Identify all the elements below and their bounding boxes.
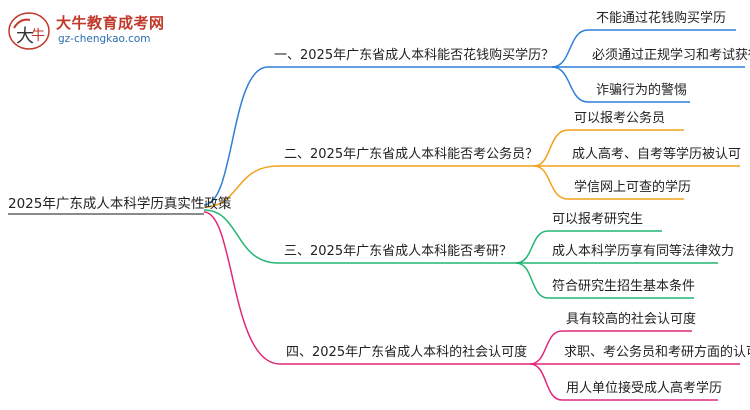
leaf-label: 必须通过正规学习和考试获得: [592, 48, 750, 63]
leaf-label: 学信网上可查的学历: [574, 180, 692, 195]
leaf-label: 可以报考公务员: [574, 111, 666, 126]
branch-4-leaf-1[interactable]: 具有较高的社会认可度: [566, 312, 696, 328]
branch-2-leaf-1[interactable]: 可以报考公务员: [574, 111, 665, 127]
branch-1-leaf-2[interactable]: 必须通过正规学习和考试获得: [592, 48, 750, 64]
leaf-label: 符合研究生招生基本条件: [552, 279, 696, 294]
branch-2-leaf-3[interactable]: 学信网上可查的学历: [574, 180, 691, 196]
leaf-label: 成人本科学历享有同等法律效力: [552, 244, 735, 259]
branch-3-leaf-3-link: [515, 262, 549, 299]
branch-4-link: [203, 211, 281, 365]
branch-2-leaf-1-link: [533, 129, 569, 167]
branch-1-label: 一、2025年广东省成人本科能否花钱购买学历？: [274, 48, 555, 63]
branch-4-leaf-3[interactable]: 用人单位接受成人高考学历: [566, 381, 722, 397]
leaf-label: 诈骗行为的警惕: [596, 83, 688, 98]
branch-4-leaf-1-link: [529, 330, 563, 365]
branch-2-topic[interactable]: 二、2025年广东省成人本科能否考公务员？: [284, 147, 538, 163]
branch-3-leaf-3[interactable]: 符合研究生招生基本条件: [552, 279, 695, 295]
leaf-label: 可以报考研究生: [552, 212, 644, 227]
branch-2-leaf-2[interactable]: 成人高考、自考等学历被认可: [572, 147, 741, 163]
logo-url: gz-chengkao.com: [58, 33, 151, 45]
branch-4-leaf-2[interactable]: 求职、考公务员和考研方面的认可: [564, 345, 750, 361]
branch-4-label: 四、2025年广东省成人本科的社会认可度: [286, 345, 528, 360]
branch-3-label: 三、2025年广东省成人本科能否考研？: [284, 244, 513, 259]
svg-text:大: 大: [16, 26, 34, 47]
root-topic[interactable]: 2025年广东成人本科学历真实性政策: [8, 196, 231, 212]
branch-3-topic[interactable]: 三、2025年广东省成人本科能否考研？: [284, 244, 512, 260]
site-logo[interactable]: 大 牛 大牛教育成考网 gz-chengkao.com: [6, 8, 181, 52]
leaf-label: 不能通过花钱购买学历: [596, 11, 727, 26]
branch-1-topic[interactable]: 一、2025年广东省成人本科能否花钱购买学历？: [274, 48, 554, 64]
leaf-label: 成人高考、自考等学历被认可: [572, 147, 742, 162]
branch-3-leaf-1-link: [515, 230, 549, 264]
branch-2-label: 二、2025年广东省成人本科能否考公务员？: [284, 147, 539, 162]
leaf-label: 具有较高的社会认可度: [566, 312, 697, 327]
branch-2-link: [203, 165, 279, 208]
branch-2-leaf-3-link: [533, 165, 569, 200]
branch-3-link: [203, 209, 279, 264]
branch-1-link: [203, 66, 269, 206]
branch-4-leaf-3-link: [529, 363, 563, 401]
branch-1-leaf-3[interactable]: 诈骗行为的警惕: [596, 83, 687, 99]
logo-mark-icon: 大 牛: [8, 12, 50, 50]
branch-1-leaf-1-link: [551, 29, 589, 68]
root-topic-label: 2025年广东成人本科学历真实性政策: [8, 196, 232, 212]
branch-1-leaf-3-link: [551, 66, 589, 103]
leaf-label: 用人单位接受成人高考学历: [566, 381, 723, 396]
branch-3-leaf-1[interactable]: 可以报考研究生: [552, 212, 643, 228]
branch-1-leaf-1[interactable]: 不能通过花钱购买学历: [596, 11, 726, 27]
svg-text:牛: 牛: [31, 28, 45, 44]
branch-3-leaf-2[interactable]: 成人本科学历享有同等法律效力: [552, 244, 734, 260]
leaf-label: 求职、考公务员和考研方面的认可: [564, 345, 750, 360]
branch-4-topic[interactable]: 四、2025年广东省成人本科的社会认可度: [286, 345, 527, 361]
logo-title: 大牛教育成考网: [56, 14, 165, 32]
